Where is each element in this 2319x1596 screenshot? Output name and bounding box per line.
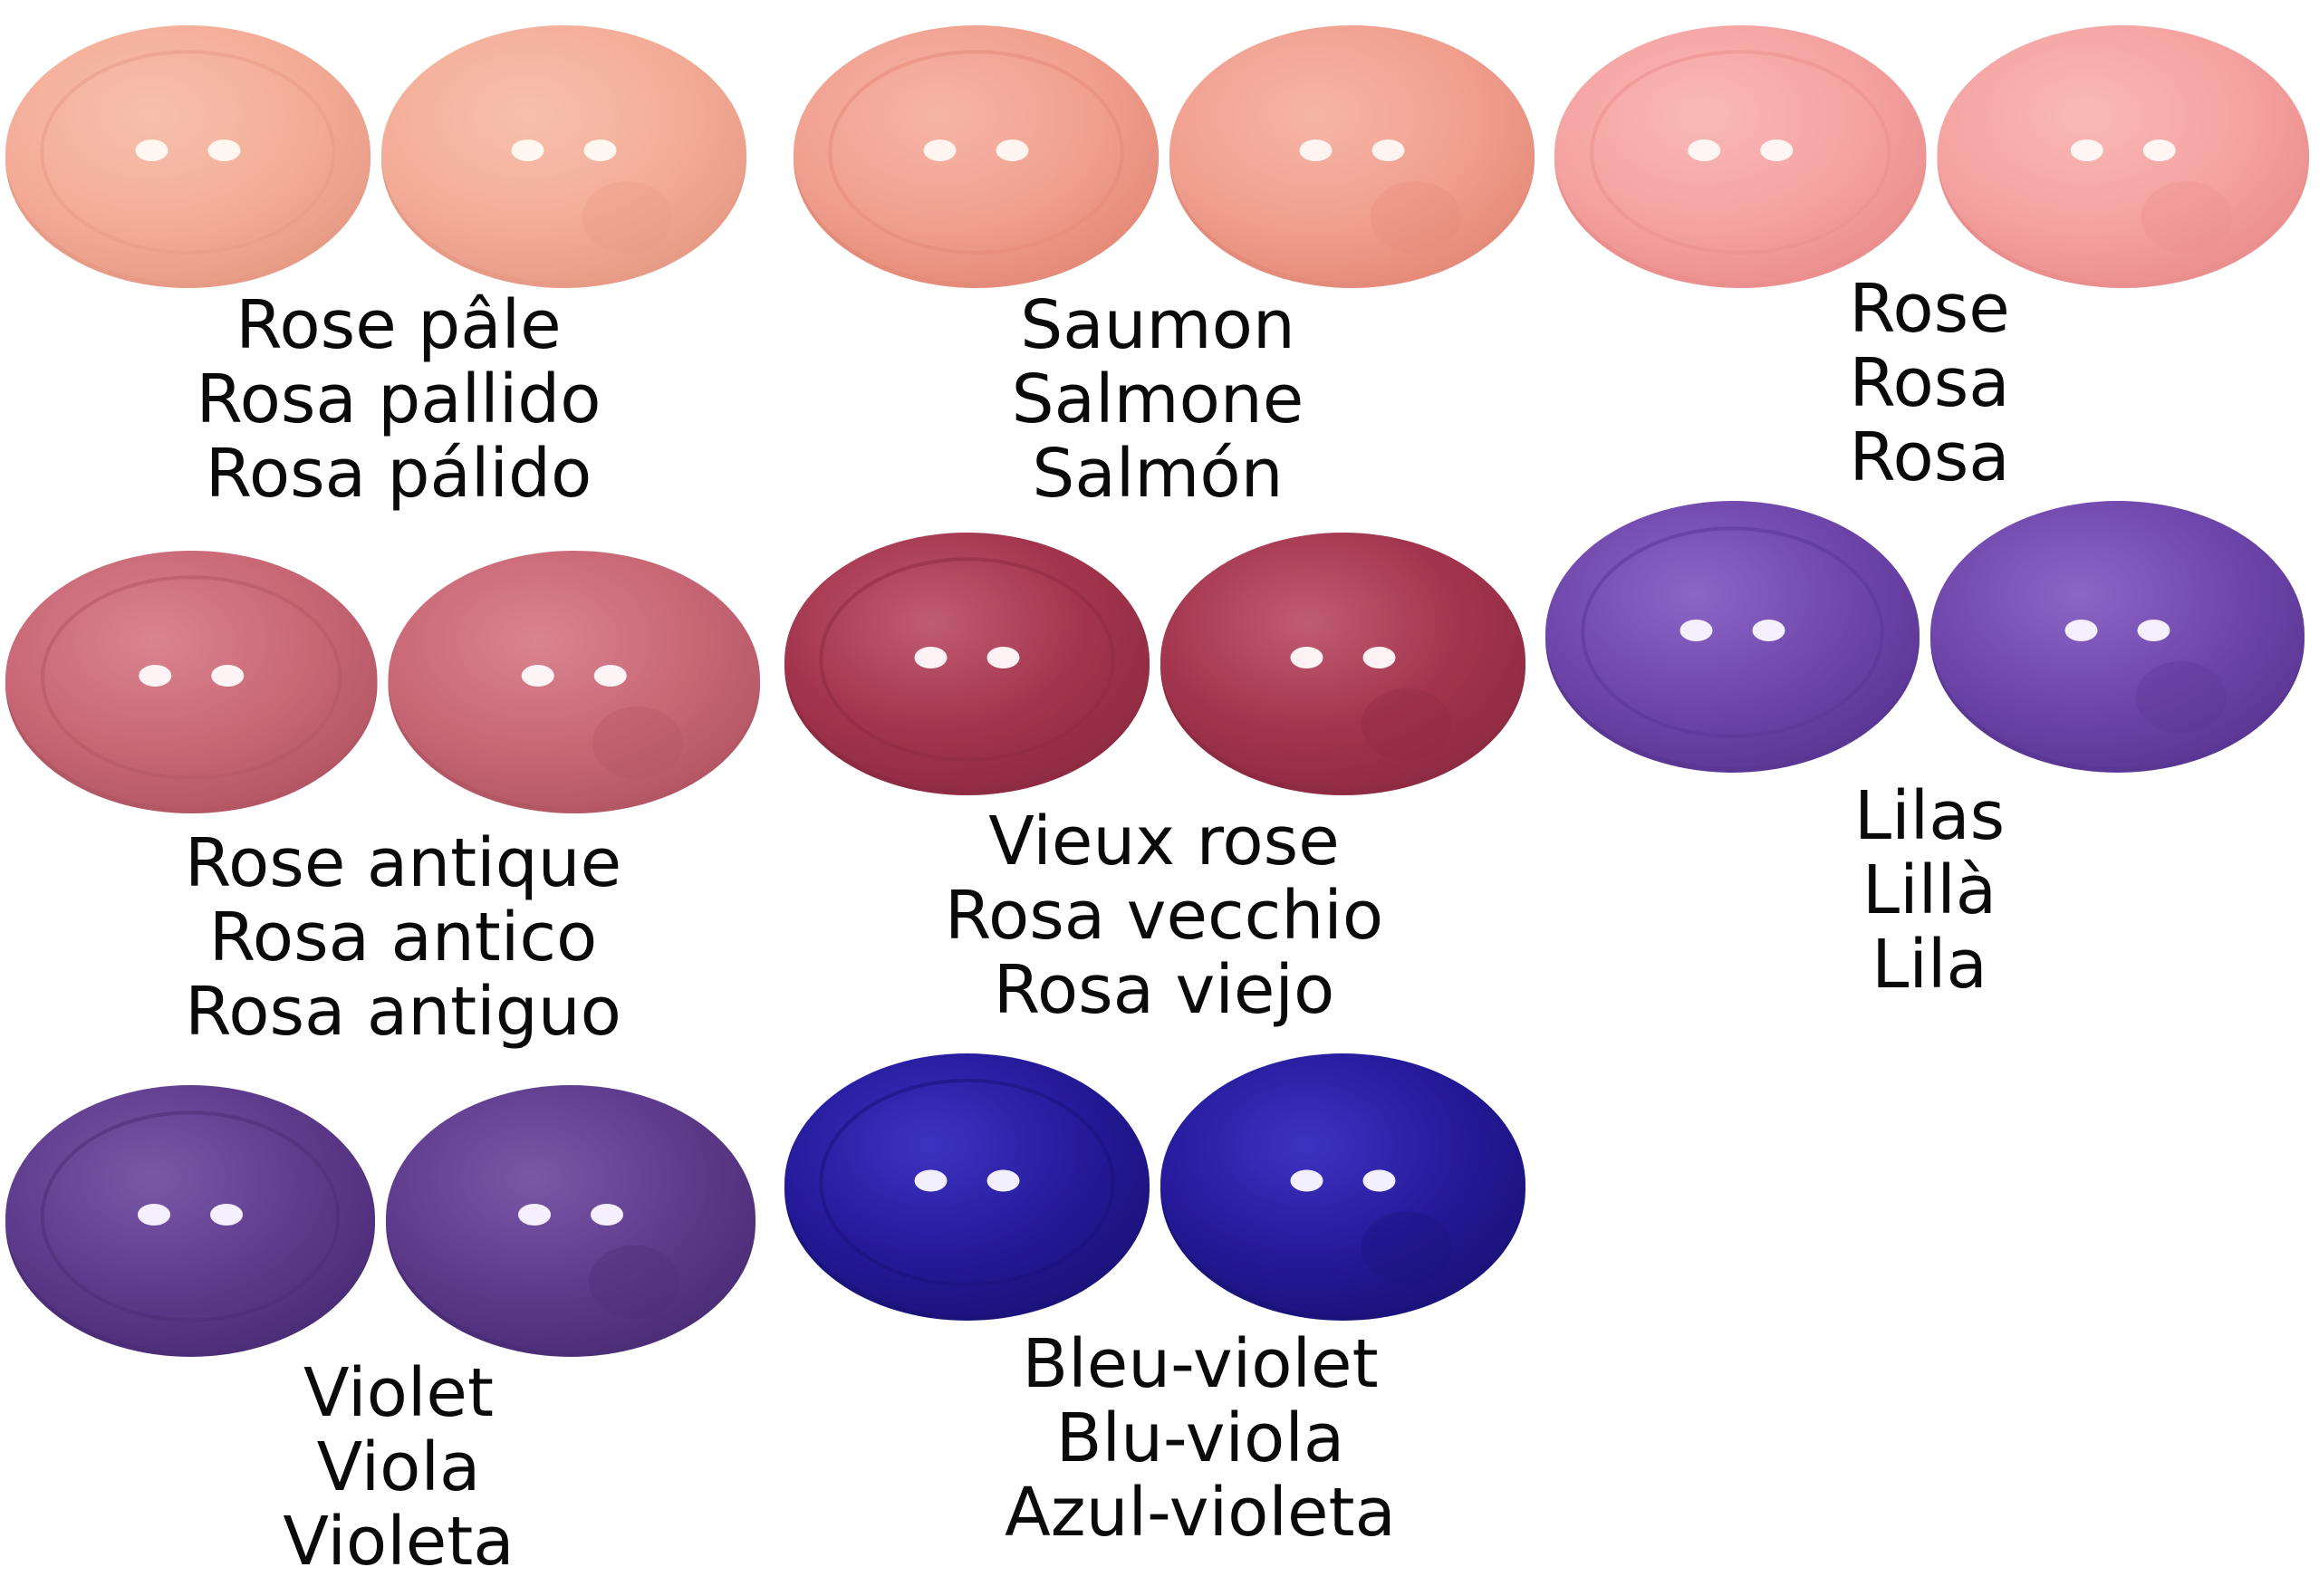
- button-front-violet: [5, 1085, 375, 1357]
- color-name-fr: Saumon: [1020, 286, 1295, 364]
- color-name-fr: Bleu-violet: [1022, 1325, 1379, 1403]
- color-name-it: Blu-viola: [1055, 1399, 1345, 1477]
- color-name-fr: Lilas: [1853, 777, 2006, 855]
- button-front-vieux-rose: [784, 533, 1150, 795]
- color-name-fr: Rose pâle: [236, 286, 562, 364]
- button-back-vieux-rose: [1160, 533, 1525, 795]
- color-name-it: Rosa vecchio: [944, 877, 1384, 955]
- button-pair-saumon: [794, 25, 1535, 288]
- color-name-fr: Vieux rose: [988, 803, 1340, 880]
- color-name-es: Salmón: [1032, 435, 1284, 513]
- button-front-rose-pale: [5, 25, 370, 288]
- color-name-es: Azul-violeta: [1005, 1474, 1396, 1552]
- color-name-fr: Rose: [1849, 270, 2010, 348]
- button-pair-rose-pale: [5, 25, 746, 288]
- button-back-rose-pale: [381, 25, 746, 288]
- button-front-saumon: [794, 25, 1159, 288]
- button-front-rose: [1554, 25, 1927, 288]
- button-front-bleu-violet: [784, 1053, 1150, 1321]
- button-back-rose-antique: [388, 551, 760, 813]
- color-name-it: Rosa: [1849, 344, 2010, 422]
- button-pair-rose-antique: [5, 551, 760, 813]
- color-name-es: Rosa antiguo: [185, 973, 621, 1051]
- color-name-it: Viola: [316, 1428, 481, 1506]
- color-name-it: Lillà: [1862, 851, 1997, 929]
- color-name-fr: Rose antique: [184, 824, 622, 902]
- button-back-bleu-violet: [1160, 1053, 1525, 1321]
- color-name-es: Rosa pálido: [205, 435, 592, 513]
- button-back-violet: [386, 1085, 755, 1357]
- button-pair-lilas: [1545, 501, 2305, 773]
- button-front-rose-antique: [5, 551, 378, 813]
- color-name-it: Rosa antico: [208, 899, 598, 976]
- button-back-lilas: [1930, 501, 2305, 773]
- color-name-it: Salmone: [1011, 361, 1304, 438]
- button-front-lilas: [1545, 501, 1920, 773]
- button-pair-violet: [5, 1085, 755, 1357]
- button-pair-bleu-violet: [784, 1053, 1525, 1321]
- button-pair-vieux-rose: [784, 533, 1525, 795]
- color-name-es: Violeta: [283, 1503, 515, 1581]
- button-back-rose: [1937, 25, 2309, 288]
- color-name-fr: Violet: [303, 1354, 494, 1432]
- color-name-es: Rosa viejo: [993, 951, 1335, 1029]
- color-name-it: Rosa pallido: [196, 361, 601, 438]
- color-name-es: Lila: [1872, 926, 1987, 1004]
- button-pair-rose: [1554, 25, 2309, 288]
- button-back-saumon: [1169, 25, 1535, 288]
- color-name-es: Rosa: [1849, 418, 2010, 496]
